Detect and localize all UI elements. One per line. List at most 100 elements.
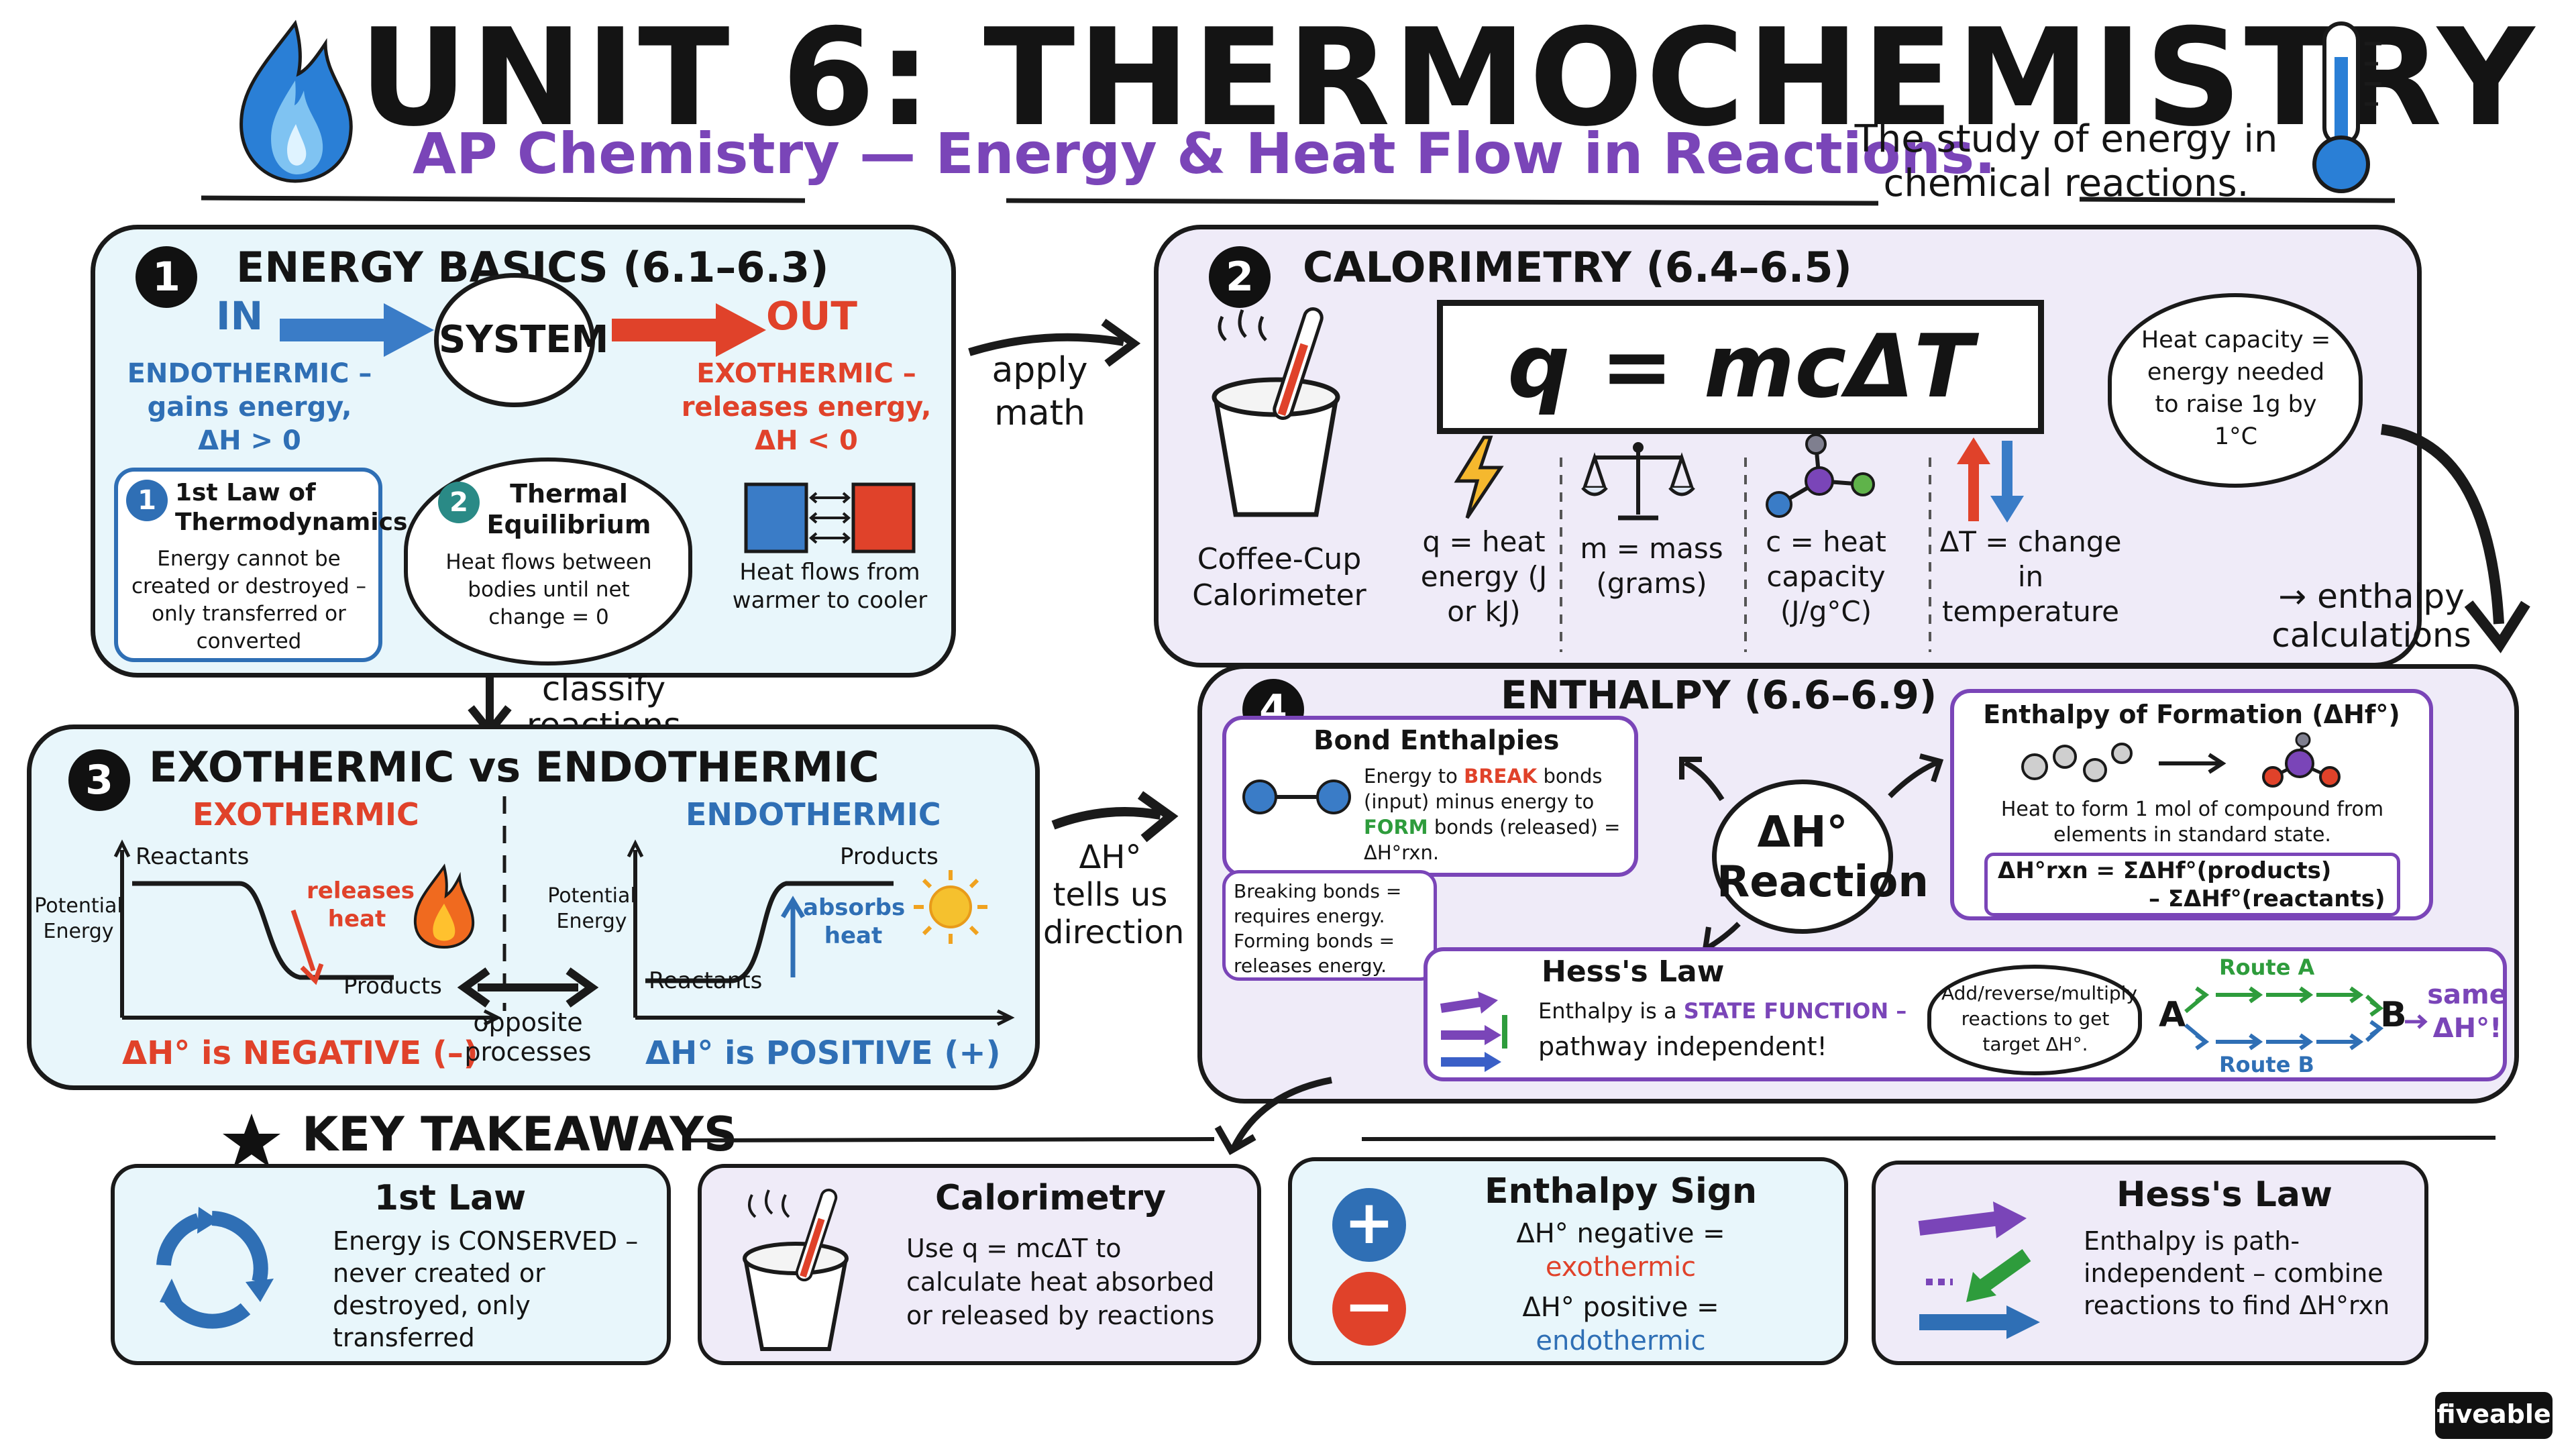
apply-math-label: apply math bbox=[991, 350, 1088, 433]
first-law-number: 1 bbox=[126, 480, 168, 521]
takeaways-title: KEY TAKEAWAYS bbox=[302, 1107, 738, 1162]
formation-title: Enthalpy of Formation (ΔHf°) bbox=[1983, 700, 2400, 729]
route-b-label: Route B bbox=[2219, 1052, 2314, 1077]
direction-arrow bbox=[1051, 791, 1179, 843]
in-arrow bbox=[280, 303, 434, 357]
header-underline bbox=[201, 195, 2396, 206]
section-number-3: 3 bbox=[68, 749, 130, 811]
exothermic-definition: EXOTHERMIC – releases energy, ΔH < 0 bbox=[681, 358, 932, 456]
variable-dividers bbox=[1560, 458, 1931, 652]
hess-cloud: Add/reverse/multiply reactions to get ta… bbox=[1927, 965, 2142, 1075]
energy-basics-panel: 1 ENERGY BASICS (6.1–6.3) IN SYSTEM OUT … bbox=[91, 225, 956, 678]
up-down-arrows-icon bbox=[1957, 437, 2024, 523]
var-c-label: c = heat capacity (J/g°C) bbox=[1766, 525, 1886, 628]
bond-enthalpies-body: Energy to BREAK bonds (input) minus ener… bbox=[1364, 765, 1621, 864]
out-arrow bbox=[612, 303, 766, 357]
thermometer-icon bbox=[2312, 21, 2381, 193]
hess-arrows-icon bbox=[1440, 991, 1507, 1072]
point-b-label: B bbox=[2380, 995, 2407, 1035]
hess-combine-icon bbox=[1918, 1201, 2040, 1339]
takeaway-card-enthalpy-sign: + − Enthalpy Sign ΔH° negative = exother… bbox=[1288, 1157, 1848, 1365]
takeaway-calorimetry-body: Use q = mcΔT to calculate heat absorbed … bbox=[906, 1234, 1215, 1330]
formation-eq-line2: – ΣΔHf°(reactants) bbox=[2149, 885, 2385, 912]
enthalpy-title: ENTHALPY (6.6–6.9) bbox=[1501, 672, 1937, 718]
star-icon bbox=[223, 1114, 280, 1167]
tagline: The study of energy in chemical reaction… bbox=[1854, 117, 2278, 205]
same-dh-label: same ΔH°! bbox=[2427, 979, 2508, 1044]
endo-y-axis-label: Potential Energy bbox=[547, 884, 636, 933]
equilibrium-number: 2 bbox=[438, 482, 480, 523]
takeaway-sign-exo: exothermic bbox=[1545, 1252, 1697, 1283]
exo-reactants-label: Reactants bbox=[136, 843, 250, 870]
calorimetry-equation: q = mcΔT bbox=[1437, 300, 2044, 434]
formation-card: Enthalpy of Formation (ΔHf°) Heat to for… bbox=[1950, 689, 2433, 920]
exo-products-label: Products bbox=[343, 973, 442, 1000]
exo-sign: ΔH° is NEGATIVE (–) bbox=[122, 1034, 478, 1072]
endothermic-definition: ENDOTHERMIC – gains energy, ΔH > 0 bbox=[127, 358, 372, 456]
plus-icon: + bbox=[1332, 1188, 1406, 1262]
section-number-2: 2 bbox=[1209, 246, 1271, 308]
takeaways-rule bbox=[690, 1136, 2496, 1142]
takeaway-hess-body: Enthalpy is path-independent – combine r… bbox=[2084, 1226, 2390, 1320]
system-circle: SYSTEM bbox=[434, 273, 608, 407]
heat-flow-squares-icon bbox=[744, 482, 916, 553]
calorimetry-title: CALORIMETRY (6.4–6.5) bbox=[1303, 243, 1852, 292]
opposite-label: opposite processes bbox=[464, 1008, 592, 1067]
takeaway-calorimetry-title: Calorimetry bbox=[934, 1178, 1167, 1218]
endo-products-label: Products bbox=[840, 843, 938, 870]
takeaway-sign-line2: ΔH° positive = bbox=[1522, 1292, 1719, 1323]
enthalpy-calc-label: → enthalpy calculations bbox=[2271, 577, 2471, 655]
route-a-label: Route A bbox=[2219, 955, 2315, 980]
minus-icon: − bbox=[1332, 1272, 1406, 1346]
endo-energy-diagram bbox=[627, 839, 1015, 1026]
hess-title: Hess's Law bbox=[1542, 955, 1725, 989]
enthalpy-center-arrows bbox=[1679, 753, 1944, 953]
exo-y-axis-label: Potential Energy bbox=[34, 894, 123, 943]
first-law-body: Energy cannot be created or destroyed – … bbox=[131, 547, 367, 653]
page-subtitle: AP Chemistry — Energy & Heat Flow in Rea… bbox=[413, 121, 1996, 186]
fire-icon bbox=[413, 863, 475, 949]
var-m-label: m = mass (grams) bbox=[1580, 532, 1723, 600]
var-dt-label: ΔT = change in temperature bbox=[1939, 525, 2122, 628]
takeaway-card-calorimetry: Calorimetry Use q = mcΔT to calculate he… bbox=[698, 1164, 1261, 1365]
hess-body-line1: Enthalpy is a STATE FUNCTION – bbox=[1538, 998, 1907, 1024]
takeaways-arrow bbox=[1214, 1077, 1332, 1155]
takeaway-card-first-law: 1st Law Energy is CONSERVED – never crea… bbox=[111, 1164, 671, 1365]
exo-heading: EXOTHERMIC bbox=[193, 796, 419, 833]
first-law-title: 1st Law of Thermodynamics bbox=[175, 479, 408, 536]
endo-heading: ENDOTHERMIC bbox=[686, 796, 941, 833]
endo-sign: ΔH° is POSITIVE (+) bbox=[645, 1034, 1001, 1072]
var-q-label: q = heat energy (J or kJ) bbox=[1420, 525, 1548, 628]
calorimetry-panel: 2 CALORIMETRY (6.4–6.5) Coffee-Cup Calor… bbox=[1154, 225, 2422, 667]
in-label: IN bbox=[216, 293, 264, 339]
out-label: OUT bbox=[766, 293, 857, 339]
first-law-card: 1 1st Law of Thermodynamics Energy canno… bbox=[114, 468, 408, 662]
thermal-equilibrium-cloud: 2 Thermal Equilibrium Heat flows between… bbox=[404, 458, 692, 665]
coffee-cup-label: Coffee-Cup Calorimeter bbox=[1192, 542, 1366, 612]
formation-body: Heat to form 1 mol of compound from elem… bbox=[2000, 798, 2384, 847]
exo-energy-diagram bbox=[113, 839, 502, 1026]
heat-flow-caption: Heat flows from warmer to cooler bbox=[732, 559, 928, 614]
cycle-arrows-icon bbox=[156, 1207, 274, 1329]
takeaway-hess-title: Hess's Law bbox=[2116, 1175, 2332, 1215]
opposite-arrow bbox=[457, 967, 599, 1008]
heat-capacity-cloud: Heat capacity = energy needed to raise 1… bbox=[2108, 293, 2363, 488]
equilibrium-body: Heat flows between bodies until net chan… bbox=[445, 550, 652, 629]
formation-equation-box: ΔH°rxn = ΣΔHf°(products) – ΣΔHf°(reactan… bbox=[1984, 853, 2400, 916]
exo-endo-panel: 3 EXOTHERMIC vs ENDOTHERMIC EXOTHERMIC P… bbox=[27, 724, 1040, 1090]
page-title: UNIT 6: THERMOCHEMISTRY bbox=[359, 0, 2538, 156]
enthalpy-panel: 4 ENTHALPY (6.6–6.9) Bond Enthalpies Ene… bbox=[1197, 664, 2519, 1104]
formation-reaction-icon bbox=[2021, 732, 2341, 788]
hess-cloud-text: Add/reverse/multiply reactions to get ta… bbox=[1941, 982, 2138, 1055]
lightning-icon bbox=[1454, 435, 1504, 519]
takeaway-card-hess: Hess's Law Enthalpy is path-independent … bbox=[1872, 1161, 2428, 1365]
point-a-label: A bbox=[2159, 995, 2186, 1035]
sun-icon bbox=[914, 870, 987, 944]
takeaway-sign-title: Enthalpy Sign bbox=[1484, 1171, 1758, 1212]
takeaway-sign-endo: endothermic bbox=[1536, 1326, 1706, 1356]
hess-body-line2: pathway independent! bbox=[1538, 1032, 1827, 1061]
takeaway-first-law-title: 1st Law bbox=[374, 1178, 527, 1218]
enthalpy-calc-arrow bbox=[2381, 424, 2530, 653]
formation-eq-line1: ΔH°rxn = ΣΔHf°(products) bbox=[1998, 857, 2332, 884]
hess-law-card: Hess's Law Enthalpy is a STATE FUNCTION … bbox=[1424, 947, 2508, 1081]
